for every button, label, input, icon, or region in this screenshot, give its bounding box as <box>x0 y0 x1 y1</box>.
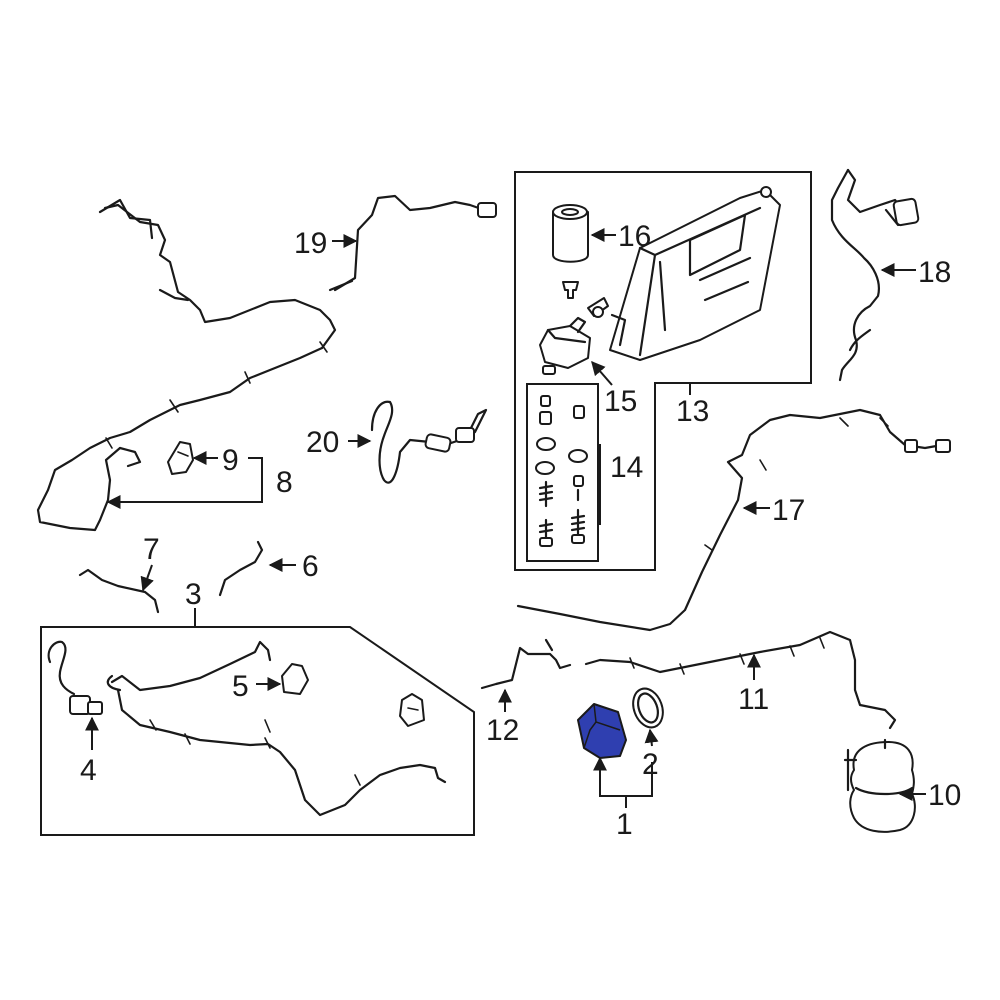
callout-18: 18 <box>918 256 951 289</box>
leaders <box>85 228 926 808</box>
callout-11: 11 <box>738 683 769 716</box>
callout-3: 3 <box>185 578 202 611</box>
callout-19: 19 <box>294 227 327 260</box>
valve-1-highlighted <box>577 703 627 759</box>
callout-7: 7 <box>143 533 160 566</box>
tank-10 <box>843 738 916 833</box>
line-12 <box>480 638 572 690</box>
group-frame-3 <box>40 626 475 836</box>
connector-3 <box>399 693 425 727</box>
callout-9: 9 <box>222 444 239 477</box>
callout-5: 5 <box>232 670 249 703</box>
hose-6 <box>218 540 264 597</box>
callout-1: 1 <box>616 808 633 841</box>
hose-18 <box>830 168 920 382</box>
harness-8 <box>36 341 328 532</box>
callout-20: 20 <box>306 426 339 459</box>
group-frame-13 <box>514 171 812 571</box>
hose-7 <box>78 568 160 614</box>
callout-10: 10 <box>928 779 961 812</box>
callout-12: 12 <box>486 714 519 747</box>
callout-6: 6 <box>302 550 319 583</box>
callout-8: 8 <box>276 466 293 499</box>
harness-19 <box>98 194 497 350</box>
canister-13 <box>609 186 781 361</box>
callout-13: 13 <box>676 395 709 428</box>
fittings-13 <box>562 281 609 318</box>
sensor-20 <box>370 400 488 484</box>
harness-3 <box>106 640 447 817</box>
sensor-9 <box>167 441 194 475</box>
callout-15: 15 <box>604 385 637 418</box>
filter-16 <box>552 204 589 263</box>
sensor-4 <box>47 640 103 715</box>
callout-16: 16 <box>618 220 651 253</box>
hardware-kit-14 <box>535 395 588 547</box>
callout-17: 17 <box>772 494 805 527</box>
line-17 <box>516 408 951 632</box>
callout-4: 4 <box>80 754 97 787</box>
clip-5 <box>281 663 309 695</box>
callout-2: 2 <box>642 748 659 781</box>
purge-valve-15 <box>539 316 591 375</box>
line-11 <box>584 630 897 730</box>
seal-ring-2 <box>632 687 664 729</box>
callout-14: 14 <box>610 451 643 484</box>
group-frame-14 <box>526 383 599 562</box>
